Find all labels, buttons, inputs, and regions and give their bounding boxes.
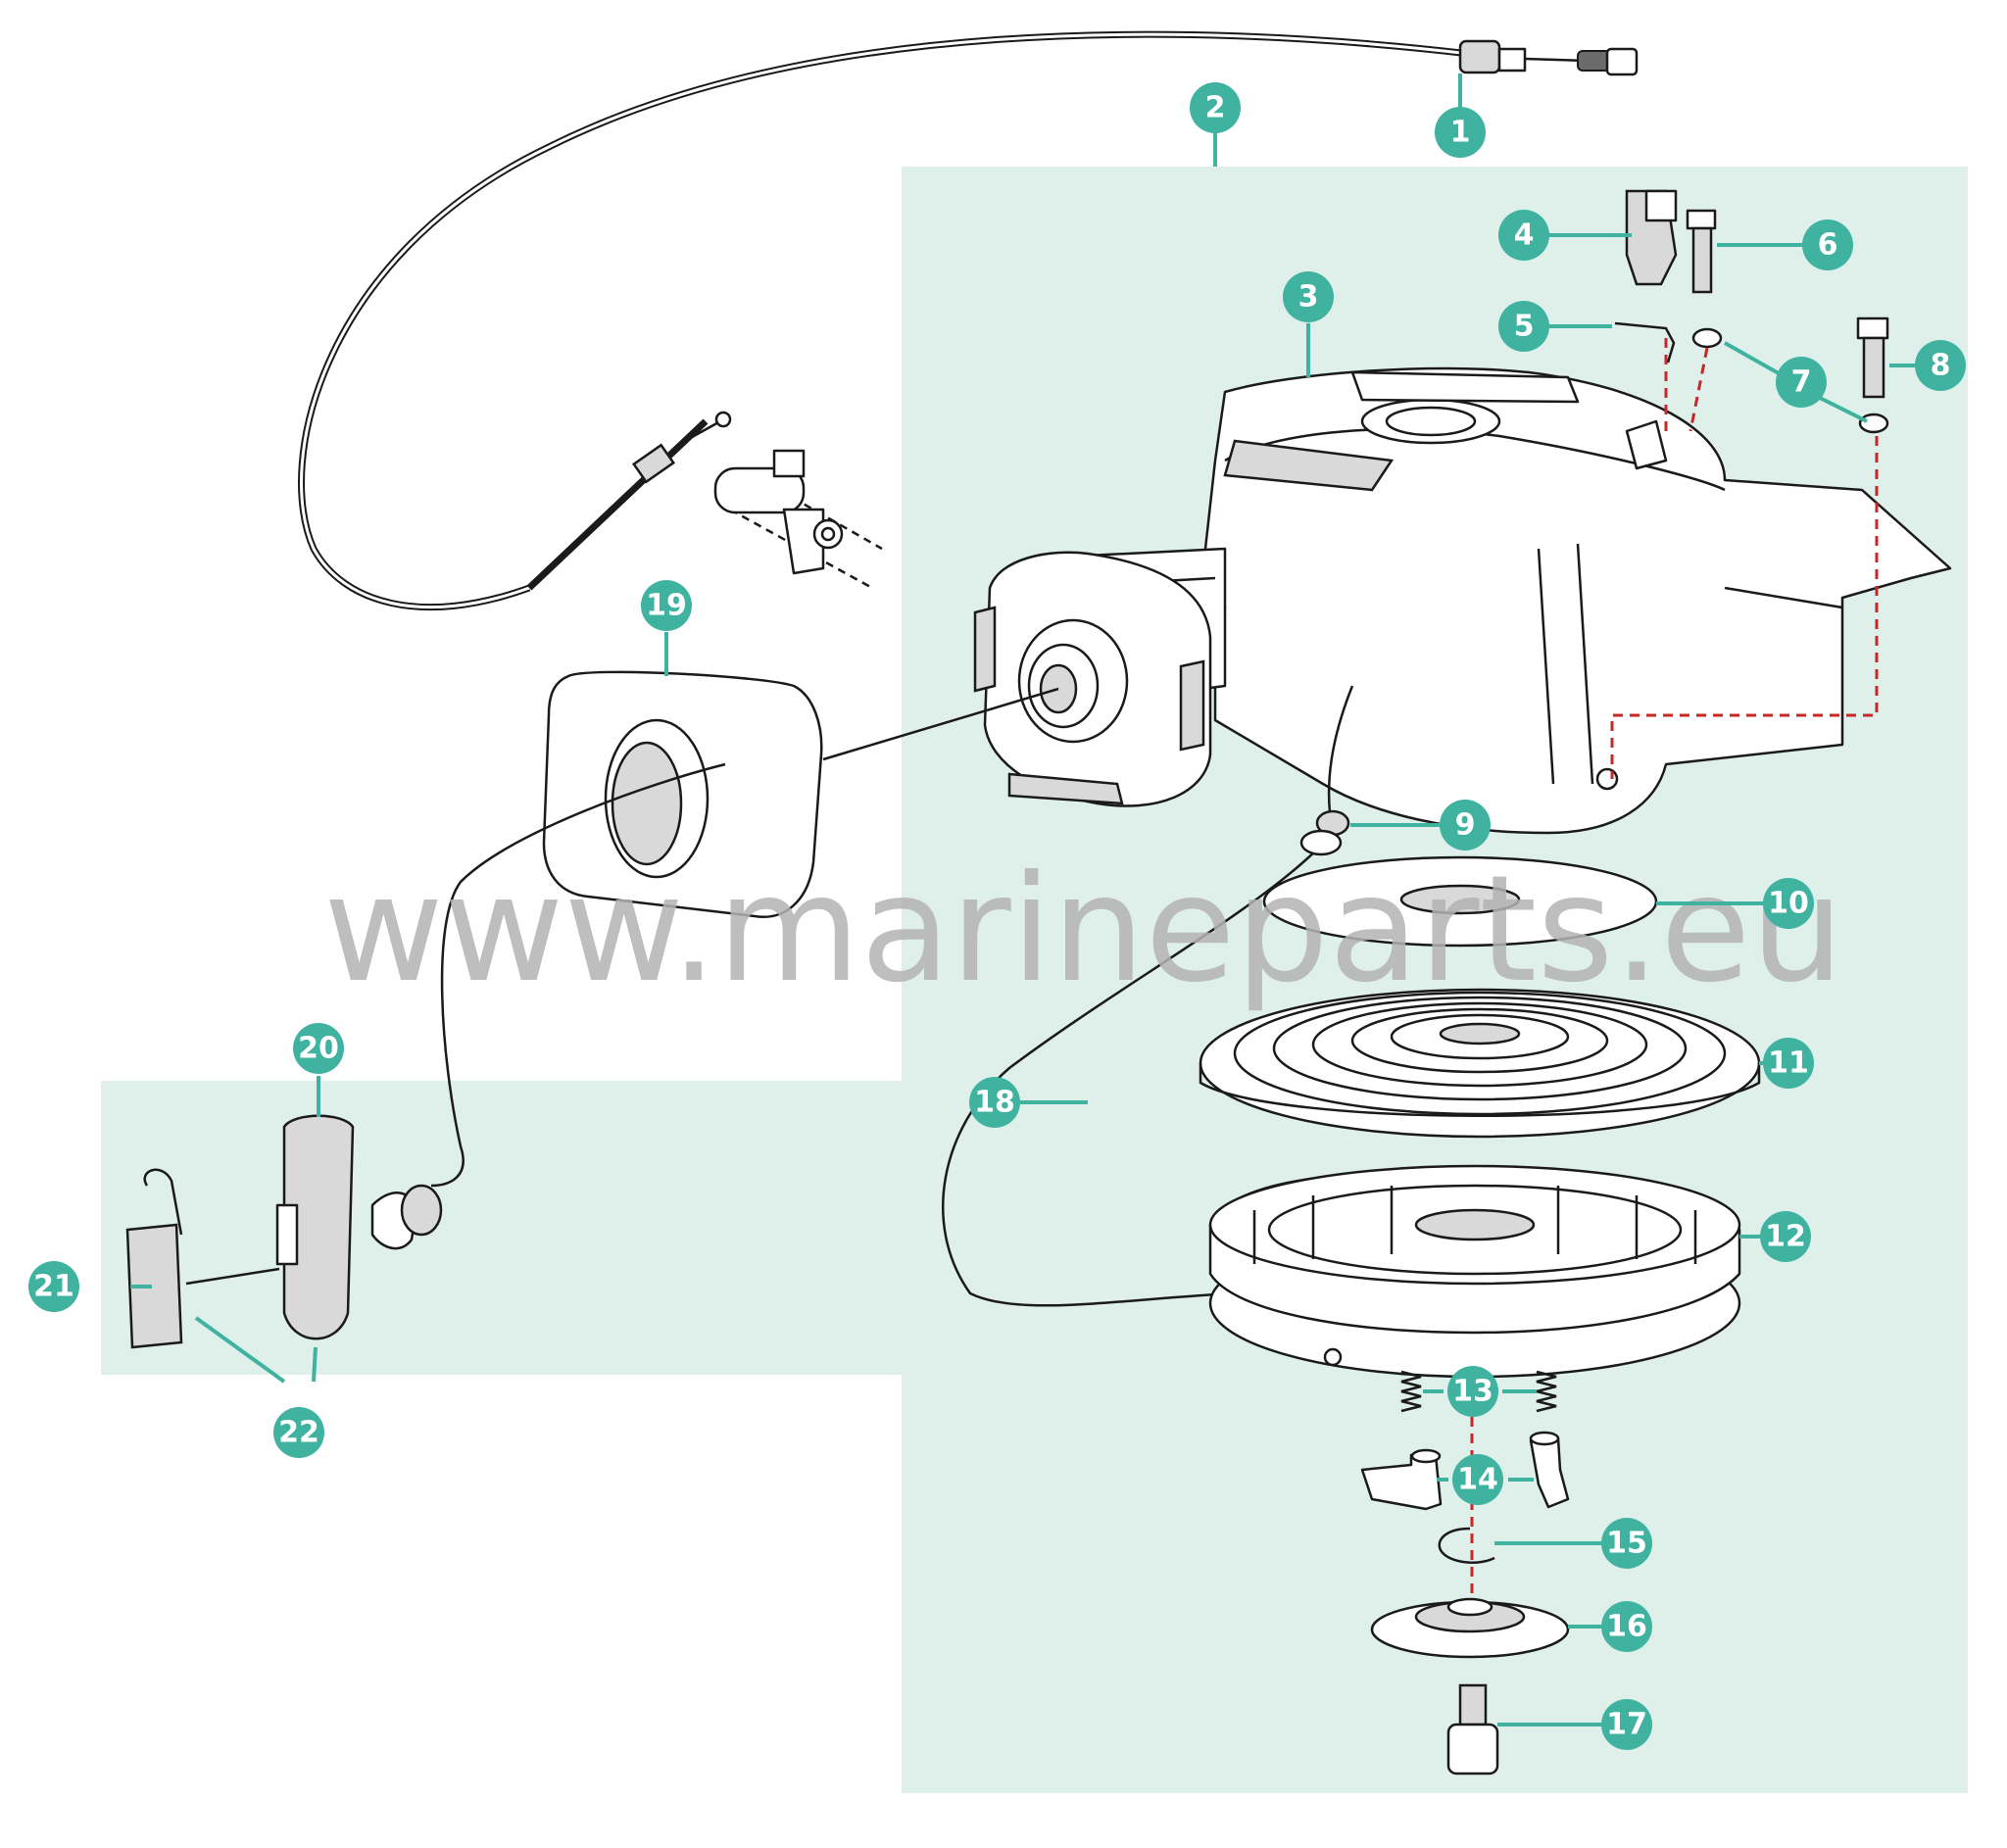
callout-13: 13 [1447, 1366, 1498, 1417]
watermark-text: www.marineparts.eu [323, 845, 1844, 1015]
rope-bushing-drawing [1299, 809, 1350, 856]
svg-text:3: 3 [1298, 280, 1319, 315]
callout-4: 4 [1498, 210, 1549, 261]
callout-2: 2 [1190, 82, 1241, 133]
callout-14: 14 [1452, 1454, 1503, 1505]
svg-text:15: 15 [1606, 1527, 1647, 1561]
rope-pulley-drawing [1208, 1164, 1741, 1379]
callout-leaders [130, 73, 1919, 1726]
svg-text:12: 12 [1765, 1220, 1806, 1254]
svg-text:8: 8 [1931, 349, 1951, 383]
svg-text:16: 16 [1606, 1610, 1647, 1644]
svg-text:10: 10 [1768, 887, 1809, 921]
svg-text:18: 18 [974, 1086, 1015, 1120]
svg-text:19: 19 [646, 589, 687, 623]
svg-text:9: 9 [1455, 808, 1476, 843]
pawls-drawing [1360, 1431, 1570, 1511]
callout-12: 12 [1760, 1211, 1811, 1262]
svg-text:20: 20 [298, 1032, 339, 1066]
recoil-spring-drawing [1199, 988, 1761, 1139]
fastener-parts-drawing [1614, 189, 1889, 434]
control-cable-drawing [298, 30, 1639, 611]
svg-text:13: 13 [1452, 1375, 1493, 1409]
svg-text:4: 4 [1514, 219, 1535, 253]
svg-text:6: 6 [1818, 228, 1838, 263]
rope-grommet-drawing [542, 670, 823, 918]
svg-text:7: 7 [1791, 365, 1812, 400]
callout-21: 21 [28, 1261, 79, 1312]
callout-5: 5 [1498, 301, 1549, 352]
svg-text:11: 11 [1768, 1046, 1809, 1081]
svg-text:14: 14 [1457, 1463, 1498, 1497]
callout-16: 16 [1601, 1601, 1652, 1652]
callout-22: 22 [273, 1407, 324, 1458]
svg-text:22: 22 [278, 1416, 319, 1450]
callout-20: 20 [293, 1023, 344, 1074]
callout-18: 18 [969, 1077, 1020, 1128]
callout-6: 6 [1802, 219, 1853, 270]
recoil-housing-drawing [822, 366, 1952, 835]
assembly-panel-handle [101, 1081, 902, 1375]
svg-text:17: 17 [1606, 1708, 1647, 1742]
callout-8: 8 [1915, 340, 1966, 391]
callout-7: 7 [1776, 357, 1827, 408]
spring-plate-drawing [1262, 855, 1658, 948]
shoulder-bolt-drawing [1446, 1683, 1499, 1775]
friction-plate-drawing [1370, 1597, 1570, 1659]
callout-1: 1 [1435, 107, 1486, 158]
svg-text:2: 2 [1205, 91, 1226, 125]
callout-9: 9 [1440, 800, 1491, 851]
throttle-bracket-drawing [713, 449, 883, 590]
svg-text:21: 21 [33, 1270, 74, 1304]
starter-handle-drawing [125, 1114, 443, 1349]
callouts: 1 2 3 4 5 6 7 8 9 10 11 12 13 14 15 16 1… [28, 82, 1966, 1750]
callout-3: 3 [1283, 271, 1334, 322]
callout-15: 15 [1601, 1518, 1652, 1569]
callout-17: 17 [1601, 1699, 1652, 1750]
callout-10: 10 [1763, 878, 1814, 929]
svg-text:1: 1 [1450, 116, 1471, 150]
callout-19: 19 [641, 580, 692, 631]
svg-text:5: 5 [1514, 310, 1535, 344]
circlip-drawing [1438, 1527, 1495, 1564]
callout-11: 11 [1763, 1038, 1814, 1089]
